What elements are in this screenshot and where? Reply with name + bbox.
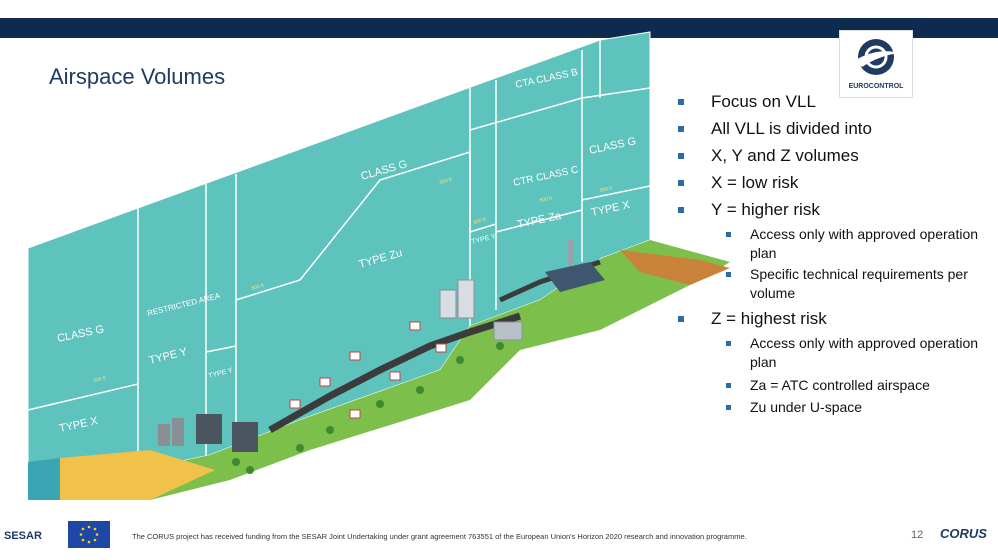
alt-label-3: 500 ft [439,177,453,186]
airport-terminal [545,240,605,292]
bullet-square-icon [678,207,684,213]
sesar-logo: SESAR [4,520,60,546]
factories [158,414,258,452]
ground-strip [28,240,730,500]
bullet-square-icon [726,341,731,346]
top-band [0,18,998,38]
field-area [620,250,730,285]
trees [232,342,504,474]
airspace-wall [27,31,651,471]
footer [0,512,998,560]
water [28,458,60,500]
altitude-labels: 500 ft 500 ft 500 ft 500 ft 500 ft 500 f… [93,177,613,384]
bullet-square-icon [678,316,684,322]
eurocontrol-emblem-icon [854,39,900,75]
alt-label-4: 500 ft [473,217,487,226]
alt-label-5: 500 ft [539,195,553,204]
bullet-square-icon [678,153,684,159]
slide-title: Airspace Volumes [49,64,226,89]
sand-area [60,450,215,500]
top-bar [0,0,998,38]
eurocontrol-logo: EUROCONTROL [839,30,913,98]
volume-dividers [27,40,651,470]
alt-label-6: 500 ft [599,185,613,194]
alt-label-2: 500 ft [251,283,265,292]
alt-label-1: 500 ft [93,375,107,384]
eu-flag-icon [68,521,110,548]
bullet-square-icon [726,405,731,410]
bullet-square-icon [678,180,684,186]
sesar-logo-text: SESAR [4,530,42,542]
bullet-square-icon [678,126,684,132]
bullet-square-icon [726,232,731,237]
houses [289,321,447,419]
logo-text: EUROCONTROL [848,83,904,90]
bullet-square-icon [726,272,731,277]
road [268,312,522,434]
bullet-square-icon [678,99,684,105]
funding-notice: The CORUS project has received funding f… [132,532,747,541]
bullet-square-icon [726,383,731,388]
city-buildings [439,279,523,341]
page-number: 12 [911,529,924,541]
corus-logo: CORUS [940,526,987,541]
